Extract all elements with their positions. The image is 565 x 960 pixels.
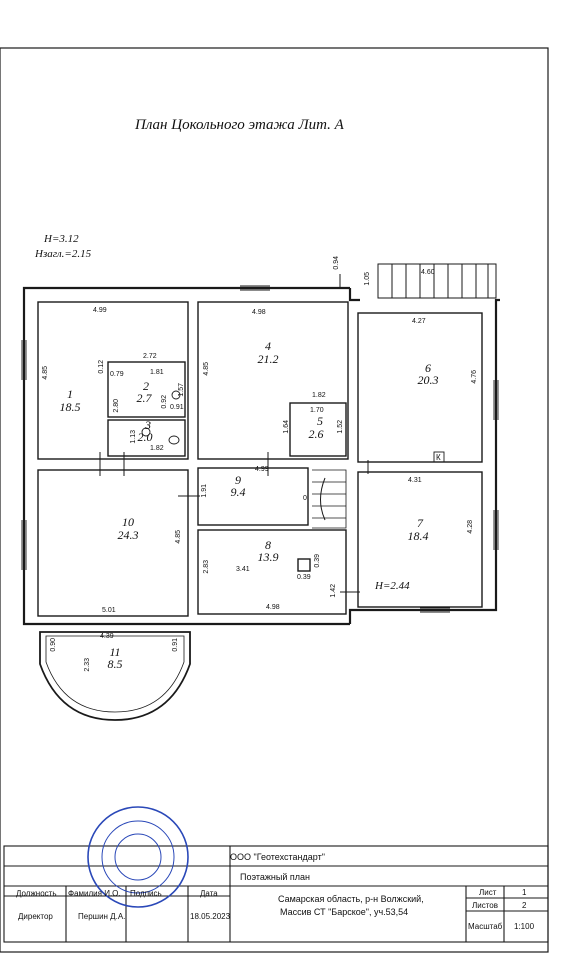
room-7-number: 7 [417, 516, 423, 530]
dim-room4-height: 4.85 [203, 362, 210, 376]
dim-room4-width: 4.98 [252, 309, 266, 316]
room-6-area: 20.3 [417, 373, 439, 387]
dim-092: 0.92 [161, 395, 168, 409]
dim-233: 2.33 [84, 658, 91, 672]
dim-zero: 0 [303, 495, 307, 502]
height-buried: Hзагл.=2.15 [35, 248, 92, 260]
signer-name: Першин Д.А. [78, 912, 126, 921]
company-name: ООО "Геотехстандарт" [230, 852, 325, 862]
plan-title: План Цокольного этажа Лит. А [135, 117, 344, 133]
room-5-number: 5 [317, 414, 323, 428]
dim-012: 0.12 [98, 360, 105, 374]
sheets-value: 2 [522, 901, 527, 910]
dim-091-bay: 0.91 [172, 638, 179, 652]
room-2-area: 2.7 [136, 391, 152, 405]
address-line2: Массив СТ "Барское", уч.53,54 [280, 907, 409, 917]
room-4-area: 21.2 [257, 352, 279, 366]
dim-341: 3.41 [236, 566, 250, 573]
room-6-number: 6 [425, 361, 431, 375]
room-9-number: 9 [235, 473, 241, 487]
dim-272: 2.72 [143, 353, 157, 360]
room-10-area: 24.3 [117, 528, 139, 542]
header-sign: Подпись [130, 889, 162, 898]
dim-094: 0.94 [333, 256, 340, 270]
scale-value: 1:100 [514, 922, 535, 931]
height-total: H=3.12 [44, 233, 79, 245]
doc-type: Поэтажный план [240, 872, 310, 882]
signer-role: Директор [18, 912, 53, 921]
company-seal [87, 806, 189, 908]
room-3-number: 3 [145, 418, 151, 432]
room-1-number: 1 [67, 387, 73, 401]
dim-170: 1.70 [310, 407, 324, 414]
dim-039-horizontal: 0.39 [297, 574, 311, 581]
title-block-frame [3, 845, 549, 943]
dim-090: 0.90 [50, 638, 57, 652]
dim-164: 1.64 [283, 420, 290, 434]
dim-room6-height: 4.76 [471, 370, 478, 384]
interior-stair [312, 469, 347, 529]
dim-280: 2.80 [113, 399, 120, 413]
dim-079: 0.79 [110, 371, 124, 378]
room-10-number: 10 [122, 515, 134, 529]
room-walls [37, 301, 483, 617]
dim-501: 5.01 [102, 607, 116, 614]
exterior-stairs [339, 263, 497, 299]
dim-room1-height: 4.85 [42, 366, 49, 380]
outer-walls [22, 286, 500, 626]
dim-room10-height: 4.85 [175, 530, 182, 544]
dim-stairs-length: 4.60 [421, 269, 435, 276]
sign-date: 18.05.2023 [190, 912, 231, 921]
dim-091: 0.91 [170, 404, 184, 411]
room-4-number: 4 [265, 339, 271, 353]
dim-room7-width: 4.31 [408, 477, 422, 484]
dim-283: 2.83 [203, 560, 210, 574]
dim-039-vertical: 0.39 [314, 554, 321, 568]
room-5-area: 2.6 [308, 427, 324, 441]
dim-room7-height: 4.28 [467, 520, 474, 534]
sheet-value: 1 [522, 888, 527, 897]
dim-room1-width: 4.99 [93, 307, 107, 314]
bay-room-11 [39, 631, 191, 721]
windows [21, 285, 499, 613]
dim-182-room5: 1.82 [312, 392, 326, 399]
header-name: Фамилия И.О. [68, 889, 121, 898]
fixtures [141, 390, 445, 463]
dim-room6-width: 4.27 [412, 318, 426, 325]
room-8-area: 13.9 [257, 550, 279, 564]
header-position: Должность [16, 889, 57, 898]
stair-marker: К [436, 453, 441, 462]
room-7-area: 18.4 [407, 529, 429, 543]
dim-157: 1.57 [178, 383, 185, 397]
doors [99, 452, 369, 593]
dim-152: 1.52 [337, 420, 344, 434]
dim-182-room3: 1.82 [150, 445, 164, 452]
sheet-frame [0, 47, 549, 953]
room-1-area: 18.5 [59, 400, 81, 414]
room-3-area: 2.0 [137, 430, 153, 444]
room-11-area: 8.5 [107, 657, 123, 671]
dim-113: 1.13 [130, 430, 137, 444]
scale-label: Масштаб [468, 922, 503, 931]
header-date: Дата [200, 889, 218, 898]
height-room7: H=2.44 [375, 580, 410, 592]
room-9-area: 9.4 [230, 485, 246, 499]
room-11-number: 11 [109, 645, 121, 659]
dim-room9-width: 4.99 [255, 466, 269, 473]
room-8-number: 8 [265, 538, 271, 552]
dim-105: 1.05 [364, 272, 371, 286]
address-line1: Самарская область, р-н Волжский, [278, 894, 424, 904]
dim-181: 1.81 [150, 369, 164, 376]
dim-142: 1.42 [330, 584, 337, 598]
dim-439: 4.39 [100, 633, 114, 640]
room-2-number: 2 [143, 379, 149, 393]
dim-191: 1.91 [201, 484, 208, 498]
dim-room8-width: 4.98 [266, 604, 280, 611]
sheets-label: Листов [472, 901, 498, 910]
sheet-label: Лист [479, 888, 497, 897]
